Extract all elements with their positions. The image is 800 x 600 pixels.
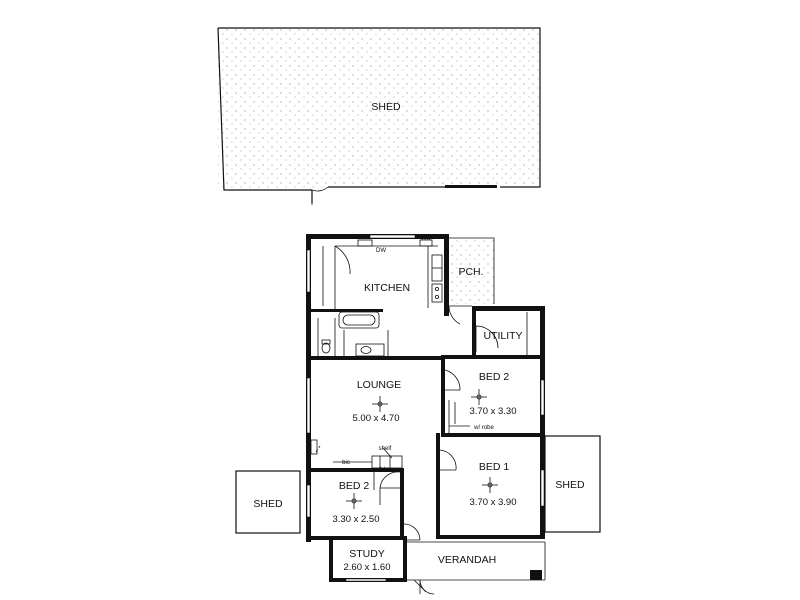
kitchen-label: KITCHEN <box>364 282 410 294</box>
bic-label: bic <box>342 460 350 466</box>
bed1-dimensions: 3.70 x 3.90 <box>469 497 516 508</box>
bed2-left-label: BED 2 <box>339 480 370 492</box>
bathroom-fixtures <box>317 311 389 357</box>
bed2-right-dimensions: 3.70 x 3.30 <box>469 406 516 417</box>
bic-small-label: b/c <box>380 467 388 473</box>
lounge-label: LOUNGE <box>357 379 401 391</box>
kitchen-fixtures <box>322 239 472 325</box>
wardrobe-label: w/ robe <box>473 425 494 431</box>
bed2-left-fixtures <box>346 471 401 509</box>
bed2-left-light-icon <box>346 493 362 509</box>
porch-area <box>448 237 495 304</box>
utility-fixtures <box>475 312 528 355</box>
shelf-label: shelf <box>379 446 392 452</box>
shed-left <box>235 470 301 534</box>
bed2-right-fixtures <box>448 389 487 433</box>
shed-right-label: SHED <box>555 479 585 491</box>
lounge-fixtures <box>310 369 461 471</box>
verandah <box>407 541 546 595</box>
wall-oven-label: WO <box>421 236 432 242</box>
bed2-left-dimensions: 3.30 x 2.50 <box>332 514 379 525</box>
lounge-light-icon <box>372 396 388 412</box>
shed-top <box>217 27 541 205</box>
bed2-right-label: BED 2 <box>479 371 510 383</box>
shed-top-label: SHED <box>371 101 401 113</box>
bed1-fixtures <box>482 477 498 493</box>
shed-left-label: SHED <box>253 498 283 510</box>
lounge-dimensions: 5.00 x 4.70 <box>352 413 399 424</box>
study-fixtures <box>403 523 421 541</box>
bed1-light-icon <box>482 477 498 493</box>
study-dimensions: 2.60 x 1.60 <box>343 562 390 573</box>
dishwasher-label: DW <box>376 248 386 254</box>
study-label: STUDY <box>349 548 385 560</box>
bed2-right-light-icon <box>471 389 487 405</box>
porch-label: PCH. <box>458 266 483 278</box>
house-walls <box>306 234 545 582</box>
bed1-label: BED 1 <box>479 461 510 473</box>
utility-label: UTILITY <box>483 330 522 342</box>
verandah-label: VERANDAH <box>438 554 496 566</box>
